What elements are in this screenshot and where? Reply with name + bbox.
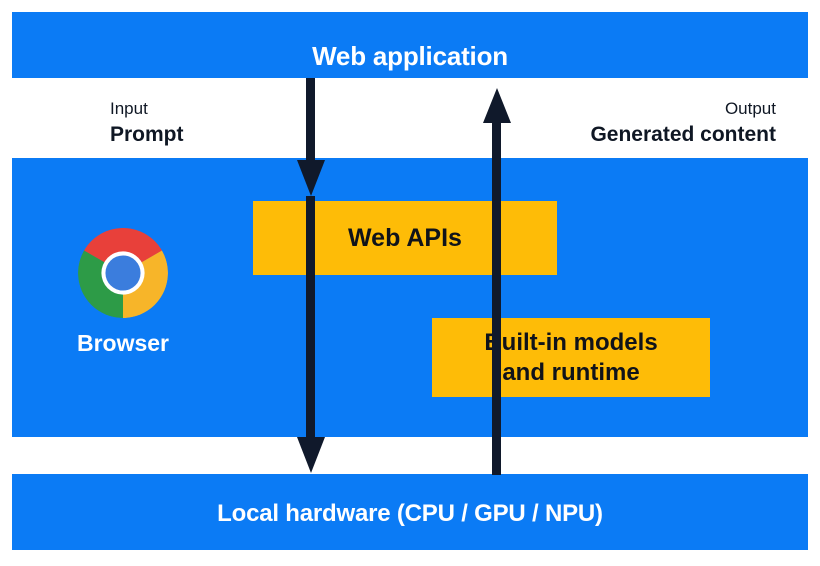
output-caption-big: Generated content (590, 123, 776, 146)
output-caption: Output Generated content (590, 100, 776, 145)
web-application-label: Web application (312, 41, 508, 71)
builtin-models-label: Built-in models and runtime (484, 328, 657, 387)
input-caption-small: Input (110, 99, 148, 118)
builtin-models-box: Built-in models and runtime (432, 318, 710, 397)
builtin-models-line2: and runtime (502, 358, 640, 386)
browser-block: Browser (48, 228, 198, 357)
web-apis-label: Web APIs (348, 223, 462, 252)
input-caption: Input Prompt (110, 100, 184, 145)
web-apis-box: Web APIs (253, 201, 557, 275)
local-hardware-label: Local hardware (CPU / GPU / NPU) (217, 500, 603, 527)
builtin-models-line1: Built-in models (484, 329, 658, 357)
local-hardware-band: Local hardware (CPU / GPU / NPU) (12, 474, 808, 550)
browser-label: Browser (76, 330, 170, 356)
web-application-band: Web application (12, 12, 808, 78)
input-caption-big: Prompt (110, 123, 184, 146)
chrome-logo-icon (78, 228, 168, 318)
output-caption-small: Output (724, 99, 776, 118)
